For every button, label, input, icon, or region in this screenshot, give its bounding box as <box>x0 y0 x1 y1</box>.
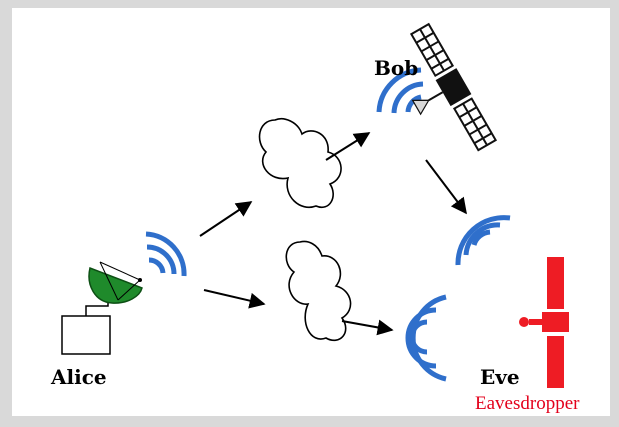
diagram-panel <box>12 8 610 416</box>
arrow-cloud-to-bob <box>325 132 371 161</box>
eve-lower-signal-waves-icon <box>405 294 447 382</box>
eve-satellite-icon <box>519 257 569 388</box>
bob-label: Bob <box>374 56 419 80</box>
cloud-upper-icon <box>258 118 342 209</box>
arrow-cloud-to-eve-waves <box>341 319 394 336</box>
arrow-alice-to-cloud-upper <box>199 201 253 237</box>
eve-label: Eve <box>480 365 520 389</box>
cloud-lower-icon <box>285 240 352 342</box>
alice-signal-waves-icon <box>145 231 187 277</box>
alice-box <box>61 315 111 355</box>
bob-signal-waves-icon <box>376 67 424 114</box>
eve-upper-signal-waves-icon <box>455 215 511 266</box>
eavesdropper-label: Eavesdropper <box>475 393 580 414</box>
bob-satellite-icon <box>409 22 498 152</box>
alice-ground-station-icon <box>61 261 143 355</box>
dish-icon <box>88 266 143 304</box>
alice-label: Alice <box>51 365 107 389</box>
arrow-alice-to-cloud-lower <box>203 289 266 309</box>
arrow-bob-to-eve <box>425 159 467 215</box>
